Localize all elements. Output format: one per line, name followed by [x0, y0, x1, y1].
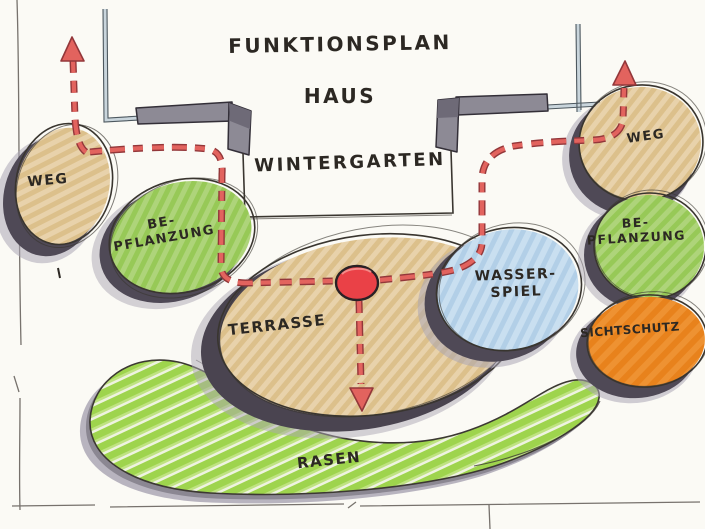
arrow-up-left-icon: [60, 36, 85, 62]
wintergarten-outline: [242, 149, 454, 218]
arrow-up-right-icon: [612, 60, 637, 86]
house-wall-right-horizontal: [455, 93, 549, 116]
house-wall-left-horizontal: [135, 101, 234, 125]
label-wasserspiel: WASSER- SPIEL: [475, 266, 558, 302]
label-funktionsplan: FUNKTIONSPLAN: [228, 30, 452, 58]
guide-lines: [11, 0, 701, 529]
flow-path-node-down: [355, 300, 365, 385]
label-line: BE-: [621, 214, 650, 231]
house-wall-thin-right: [546, 23, 601, 113]
house-wall-thin-left: [102, 8, 159, 123]
arrow-down-icon: [349, 387, 374, 412]
area-weg-right-shape: [562, 81, 705, 221]
flow-paths: [69, 59, 628, 385]
label-bepflanzung-right: BE- PFLANZUNG: [586, 212, 686, 247]
pen-tick: [57, 267, 61, 279]
label-line: SPIEL: [490, 283, 543, 301]
flow-path-left-to-node: [89, 143, 335, 287]
label-line: WASSER-: [474, 265, 557, 285]
area-bepflanzung-left-shape: [91, 177, 259, 310]
house-walls-gray: [135, 93, 549, 156]
guide-line-bottom-tick: [488, 504, 491, 529]
label-weg-left: WEG: [26, 170, 70, 191]
flow-path-node-to-right: [379, 87, 628, 284]
flow-node: [334, 264, 380, 302]
label-haus: HAUS: [303, 84, 377, 108]
guide-line-bottom: [11, 501, 701, 509]
area-sichtschutz-shape: [570, 291, 705, 404]
area-bepflanzung-right-shape: [578, 189, 705, 314]
area-weg-left-shape: [0, 122, 119, 279]
flow-arrowheads: [60, 36, 637, 412]
flow-path-entry-left: [69, 59, 89, 155]
